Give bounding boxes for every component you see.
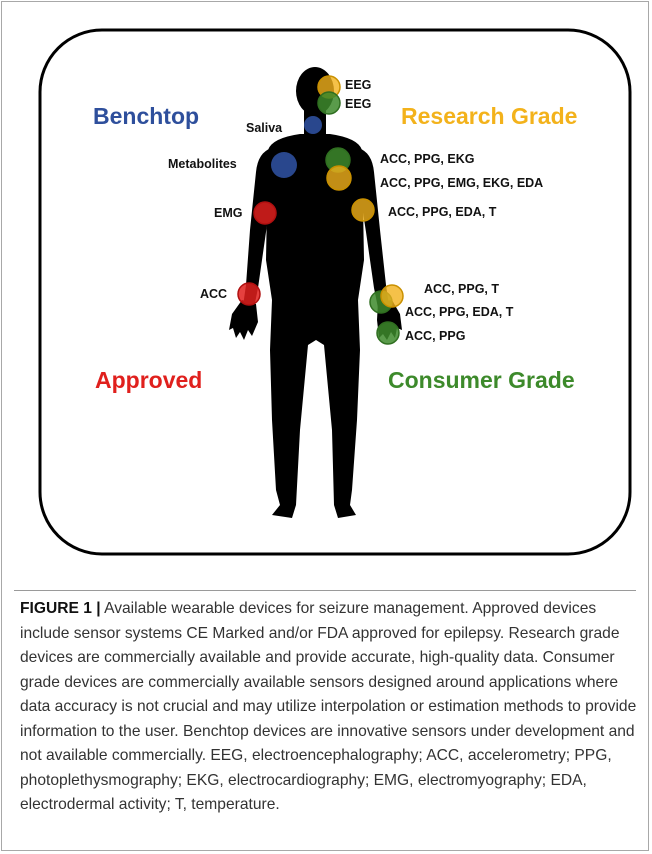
label-saliva: Saliva: [246, 121, 283, 135]
label-chest-2: ACC, PPG, EMG, EKG, EDA: [380, 176, 543, 190]
label-wrist-1: ACC, PPG, T: [424, 282, 499, 296]
sensor-markers: [237, 75, 404, 345]
marker-emg-approved: [253, 201, 277, 225]
marker-wrist-research: [380, 284, 404, 308]
figure-caption: FIGURE 1 | Available wearable devices fo…: [20, 597, 640, 818]
label-wrist-2: ACC, PPG, EDA, T: [405, 305, 514, 319]
label-acc-wrist: ACC: [200, 287, 227, 301]
label-eeg-top: EEG: [345, 78, 371, 92]
category-approved: Approved: [95, 367, 202, 393]
caption-text: Available wearable devices for seizure m…: [20, 600, 637, 813]
body-sensor-diagram: Benchtop Research Grade Approved Consume…: [38, 28, 632, 556]
label-metabolites: Metabolites: [168, 157, 237, 171]
label-upper-arm: ACC, PPG, EDA, T: [388, 205, 497, 219]
sensor-labels: EEG EEG Saliva Metabolites ACC, PPG, EKG…: [168, 78, 543, 343]
label-chest-1: ACC, PPG, EKG: [380, 152, 474, 166]
marker-eeg-consumer: [317, 91, 341, 115]
caption-divider: [14, 590, 636, 591]
category-benchtop: Benchtop: [93, 103, 199, 129]
marker-upper-arm-research: [351, 198, 375, 222]
caption-label: FIGURE 1 |: [20, 600, 101, 617]
human-silhouette: [229, 67, 402, 518]
category-research-grade: Research Grade: [401, 103, 577, 129]
category-consumer-grade: Consumer Grade: [388, 367, 575, 393]
label-hand: ACC, PPG: [405, 329, 465, 343]
marker-wrist-approved: [237, 282, 261, 306]
marker-hand-consumer: [376, 321, 400, 345]
marker-chest-research: [326, 165, 352, 191]
label-eeg-bottom: EEG: [345, 97, 371, 111]
label-emg-arm: EMG: [214, 206, 242, 220]
marker-metabolites-benchtop: [271, 152, 297, 178]
marker-saliva-benchtop: [304, 116, 322, 134]
